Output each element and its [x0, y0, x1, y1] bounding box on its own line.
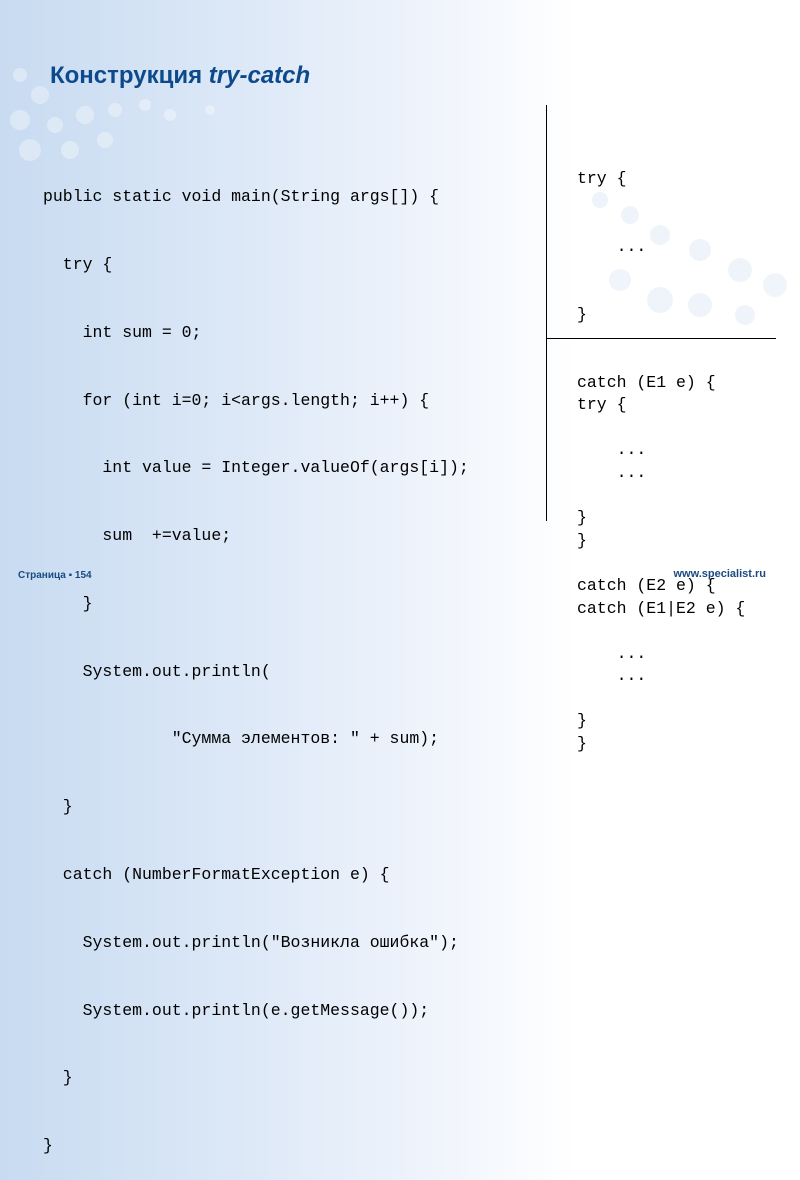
- code-line: int value = Integer.valueOf(args[i]);: [43, 458, 469, 478]
- code-line: }: [577, 530, 587, 550]
- page-number: Страница ▪ 154: [18, 570, 92, 581]
- code-line: System.out.println(e.getMessage());: [43, 1000, 430, 1020]
- website-link[interactable]: www.specialist.ru: [673, 568, 766, 580]
- code-line: }: [43, 1136, 53, 1156]
- code-line: for (int i=0; i<args.length; i++) {: [43, 390, 430, 410]
- code-line: }: [43, 797, 73, 817]
- code-line: ...: [577, 666, 647, 686]
- horizontal-divider: [546, 338, 776, 339]
- union-catch-code-block: try { ... } catch (E1|E2 e) { ... }: [577, 349, 745, 778]
- code-line: "Сумма элементов: " + sum);: [43, 729, 440, 749]
- title-emphasis: try-catch: [208, 62, 311, 89]
- code-line: try {: [43, 254, 113, 274]
- code-line: sum +=value;: [43, 526, 232, 546]
- code-line: catch (E2 e) {: [577, 575, 716, 595]
- code-line: ...: [577, 236, 647, 256]
- code-line: int sum = 0;: [43, 322, 202, 342]
- title-prefix: Конструкция: [50, 62, 209, 89]
- main-code-block: public static void main(String args[]) {…: [43, 141, 469, 1180]
- code-line: }: [43, 1068, 73, 1088]
- code-line: }: [43, 593, 93, 613]
- code-line: ...: [577, 440, 647, 460]
- code-line: public static void main(String args[]) {: [43, 187, 440, 207]
- code-line: try {: [577, 395, 627, 415]
- code-line: catch (E1|E2 e) {: [577, 598, 746, 618]
- code-line: try {: [577, 169, 627, 189]
- code-line: catch (E1 e) {: [577, 372, 716, 392]
- code-line: }: [577, 508, 587, 528]
- code-line: }: [577, 304, 587, 324]
- code-line: }: [577, 734, 587, 754]
- code-line: ...: [577, 462, 647, 482]
- slide-title: Конструкция try-catch: [50, 62, 310, 90]
- vertical-divider: [546, 105, 547, 521]
- code-line: catch (NumberFormatException e) {: [43, 865, 390, 884]
- code-line: System.out.println("Возникла ошибка");: [43, 932, 459, 952]
- code-line: System.out.println(: [43, 661, 271, 681]
